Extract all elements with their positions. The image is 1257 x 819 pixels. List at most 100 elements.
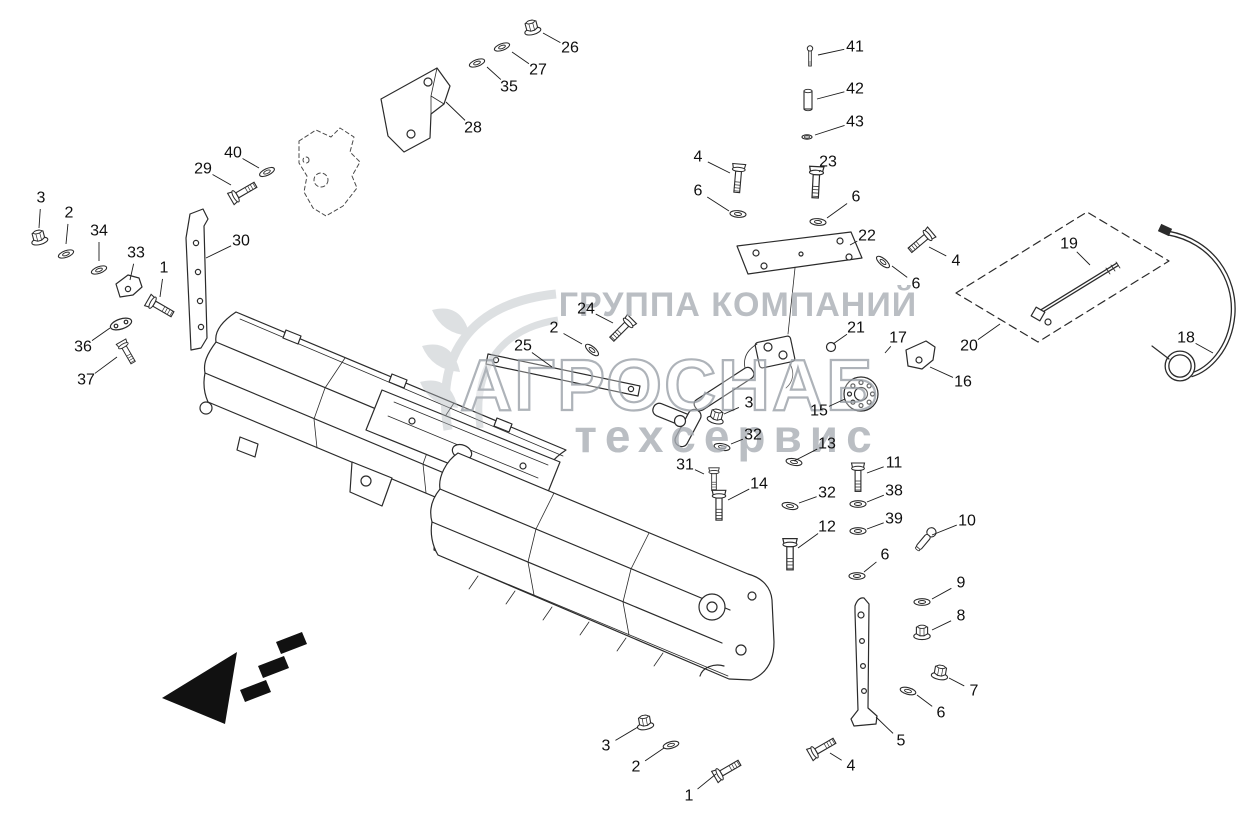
callout-number: 27 — [529, 62, 547, 79]
callout-18: 18 — [1177, 330, 1214, 354]
callout-6: 6 — [863, 547, 890, 573]
front-hood-shape — [430, 452, 775, 681]
callout-27: 27 — [511, 51, 547, 79]
leader-line — [129, 263, 135, 281]
direction-arrow-shape — [276, 632, 307, 654]
bracket-5-shape — [859, 662, 866, 669]
leader-line — [531, 352, 553, 368]
callout-26: 26 — [542, 32, 579, 57]
leader-line — [542, 32, 561, 44]
leader-line — [65, 223, 69, 245]
plate-22-shape — [836, 237, 844, 245]
front-hood — [430, 452, 775, 681]
leader-line — [817, 48, 845, 56]
watermark-line2: АГРОСНАБ — [460, 346, 880, 426]
leader-line — [486, 66, 502, 80]
callout-4: 4 — [928, 246, 961, 270]
rear-hood-shape — [282, 329, 513, 433]
plate-22-shape — [798, 251, 804, 257]
callout-number: 37 — [77, 372, 95, 389]
plate-22 — [736, 231, 863, 275]
plate-36 — [109, 317, 133, 331]
valve-block-shape — [763, 342, 773, 352]
part-bolt-1 — [144, 293, 177, 321]
cable-18-shape — [1151, 345, 1170, 360]
pto-joint — [652, 366, 755, 448]
rod-19-shape — [1105, 261, 1121, 275]
callout-number: 23 — [819, 154, 837, 171]
valve-block-shape — [744, 343, 794, 389]
callout-number: 1 — [685, 788, 694, 805]
leader-line — [916, 694, 933, 707]
leader-line — [595, 313, 614, 324]
callout-6: 6 — [891, 265, 921, 293]
phantom-frame-shape — [302, 156, 310, 164]
bar-25-shape — [492, 356, 500, 364]
callout-11: 11 — [866, 455, 902, 474]
bracket-5-shape — [850, 597, 878, 727]
callout-number: 16 — [954, 374, 972, 391]
watermark-logo-icon-shape — [475, 316, 559, 429]
leader-line — [445, 101, 466, 121]
leader-line — [863, 561, 877, 573]
leader-line — [694, 469, 705, 475]
callout-number: 31 — [676, 457, 694, 474]
leader-line — [797, 533, 819, 549]
direction-arrow-shape — [258, 656, 289, 678]
callout-16: 16 — [929, 366, 972, 391]
callout-number: 6 — [881, 547, 890, 564]
callout-number: 26 — [561, 40, 579, 57]
bracket-28-shape — [380, 67, 451, 153]
part-bolt-4 — [729, 162, 747, 194]
callout-28: 28 — [445, 101, 482, 137]
plate-36-shape — [113, 323, 119, 329]
bar-25-shape — [627, 385, 635, 393]
leader-line — [816, 91, 845, 100]
callout-31: 31 — [676, 457, 705, 475]
callout-7: 7 — [948, 677, 979, 700]
phantom-frame — [298, 127, 361, 217]
callout-number: 18 — [1177, 330, 1195, 347]
part-bolt-31 — [708, 467, 720, 491]
bracket-5 — [850, 597, 878, 727]
callout-5: 5 — [875, 716, 906, 750]
bracket-30-shape — [197, 323, 205, 331]
left-bracket — [236, 436, 259, 458]
bracket-5-shape — [860, 687, 867, 694]
hub-15 — [843, 376, 879, 412]
bracket-28-shape — [423, 77, 433, 87]
callout-6: 6 — [916, 694, 946, 722]
callout-number: 2 — [550, 320, 559, 337]
callout-number: 10 — [958, 513, 976, 530]
plate-22-shape — [760, 262, 768, 270]
bracket-33 — [115, 274, 143, 298]
callout-2: 2 — [550, 320, 583, 345]
valve-block-shape — [778, 350, 788, 360]
part-bolt-12 — [782, 537, 798, 571]
watermark-line3: техсервис — [574, 410, 879, 462]
bar-25 — [485, 353, 641, 397]
callout-number: 32 — [744, 427, 762, 444]
callout-34: 34 — [90, 223, 108, 261]
callout-number: 6 — [694, 183, 703, 200]
bracket-30-shape — [194, 268, 202, 276]
cable-18 — [1151, 223, 1236, 382]
leader-line — [818, 169, 821, 173]
hub-15-shape — [858, 379, 864, 386]
callout-number: 9 — [957, 575, 966, 592]
callout-1: 1 — [160, 260, 169, 298]
leader-line — [723, 407, 740, 415]
callout-number: 30 — [232, 233, 250, 250]
leader-line — [212, 174, 232, 186]
leader-line — [948, 677, 965, 687]
callout-number: 13 — [818, 436, 836, 453]
callout-14: 14 — [727, 476, 768, 501]
callout-number: 22 — [858, 228, 876, 245]
hub-15-shape — [850, 383, 856, 389]
callout-30: 30 — [205, 233, 250, 259]
leader-line — [91, 327, 111, 342]
callout-6: 6 — [694, 183, 730, 212]
callout-40: 40 — [224, 145, 260, 169]
